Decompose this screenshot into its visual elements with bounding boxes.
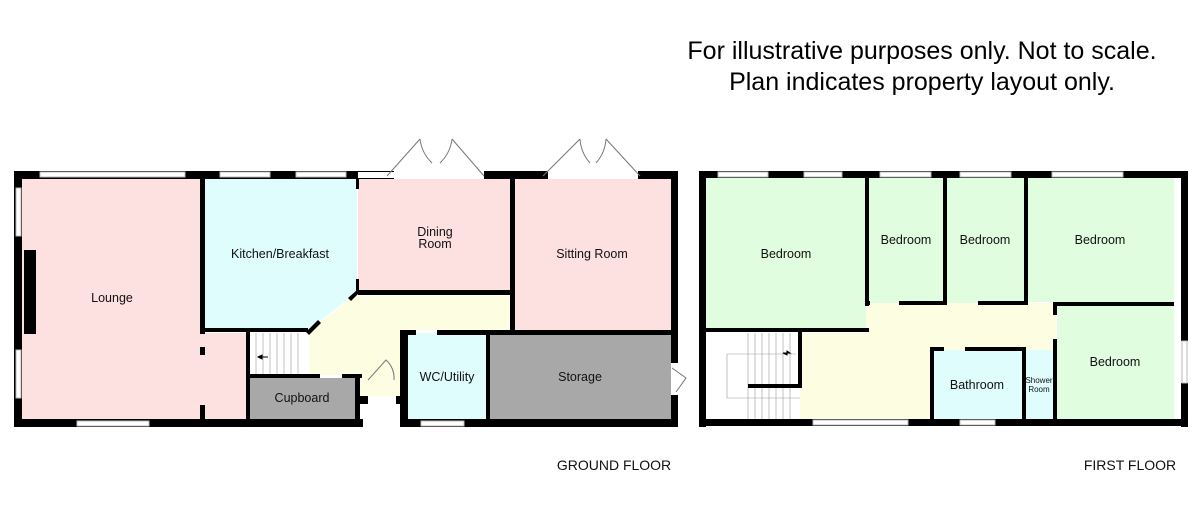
label-bedroom-2: Bedroom (881, 233, 932, 247)
label-wc-utility: WC/Utility (420, 370, 476, 384)
first-floor-windows (717, 171, 1188, 426)
disclaimer-line-1: For illustrative purposes only. Not to s… (687, 37, 1157, 65)
room-bedroom-4 (1027, 178, 1174, 302)
label-storage: Storage (558, 370, 602, 384)
first-floor-title: FIRST FLOOR (1084, 457, 1176, 473)
room-dining (358, 179, 510, 291)
label-bedroom-3: Bedroom (960, 233, 1011, 247)
room-bedroom-3 (947, 178, 1024, 303)
room-sitting (514, 179, 671, 330)
ground-floor-title: GROUND FLOOR (557, 457, 671, 473)
ground-floor: Lounge Kitchen/Breakfast Dining Room Sit… (14, 138, 687, 473)
room-bedroom-2 (869, 178, 944, 303)
french-doors-dining-icon (358, 138, 485, 178)
room-shower (1026, 350, 1055, 419)
label-shower-1: Shower (1025, 376, 1052, 385)
label-kitchen: Kitchen/Breakfast (231, 247, 329, 261)
label-shower-2: Room (1028, 385, 1050, 394)
first-floor-walls (699, 171, 1188, 427)
first-floor-stair-treads (726, 333, 800, 419)
first-floor: Bedroom Bedroom Bedroom Bedroom Bedroom … (699, 171, 1188, 473)
label-dining-2: Room (418, 237, 451, 251)
disclaimer: For illustrative purposes only. Not to s… (662, 36, 1182, 98)
ground-floor-walls (14, 171, 678, 427)
room-bedroom-1 (706, 178, 866, 329)
room-bedroom-5 (1057, 305, 1174, 419)
room-kitchen (204, 179, 357, 329)
room-bathroom (933, 350, 1023, 419)
stair-arrow-icon (256, 354, 268, 360)
first-floor-stair-arrow-icon (782, 350, 792, 356)
room-lounge-extension (200, 333, 246, 420)
stair-treads (255, 333, 299, 375)
room-wc-utility (408, 333, 486, 419)
label-bedroom-1: Bedroom (761, 247, 812, 261)
label-lounge: Lounge (91, 291, 133, 305)
disclaimer-line-2: Plan indicates property layout only. (729, 68, 1115, 96)
label-cupboard: Cupboard (275, 391, 330, 405)
storage-door-icon (671, 367, 687, 393)
label-dining-1: Dining (417, 225, 452, 239)
room-storage (490, 333, 671, 419)
label-bedroom-4: Bedroom (1075, 233, 1126, 247)
first-floor-stairs (706, 333, 800, 419)
label-bathroom: Bathroom (950, 378, 1004, 392)
room-cupboard (248, 378, 356, 419)
room-lounge (22, 179, 202, 420)
ground-floor-windows (15, 171, 465, 427)
stairs (248, 333, 308, 375)
hallway (310, 296, 512, 396)
label-bedroom-5: Bedroom (1090, 355, 1141, 369)
french-doors-sitting-icon (542, 138, 641, 178)
front-door-icon (367, 359, 395, 381)
label-sitting: Sitting Room (556, 247, 628, 261)
